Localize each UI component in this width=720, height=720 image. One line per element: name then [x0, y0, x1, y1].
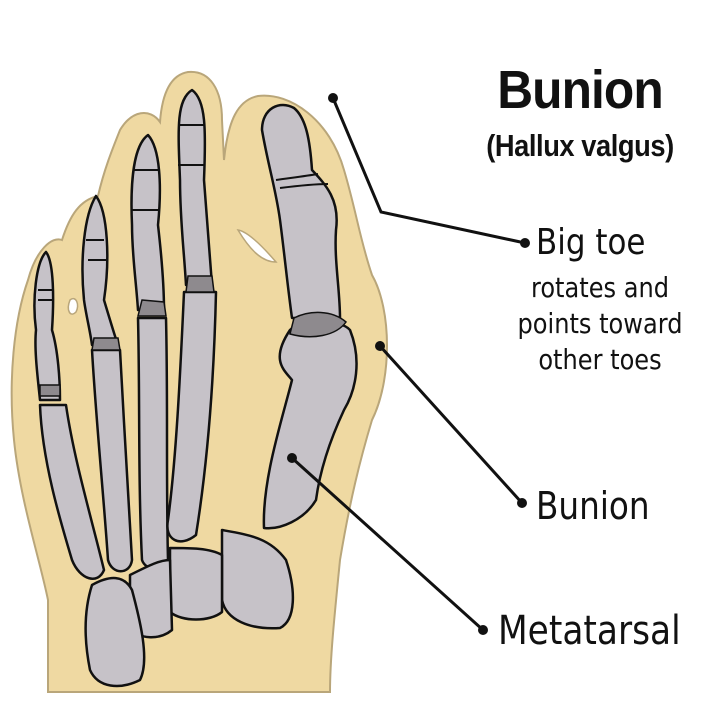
bunion-leader: [378, 344, 524, 505]
third-toe-phalanges: [130, 133, 166, 312]
big-toe-leader: [331, 97, 526, 245]
joint-lines: [38, 124, 329, 301]
toe-gaps: [67, 228, 278, 315]
third-metatarsal: [136, 316, 170, 571]
tarsal-cuboid: [84, 576, 146, 688]
big-toe-label: Big toe: [536, 222, 646, 263]
tarsal-cuneiform-1: [220, 528, 295, 630]
second-metatarsal: [166, 290, 218, 543]
fifth-metatarsal: [38, 403, 106, 580]
metatarsal-leader: [290, 456, 485, 632]
callout-dots: [287, 93, 530, 635]
metatarsal-label: Metatarsal: [498, 608, 681, 654]
joints: [39, 275, 348, 397]
second-toe-phalanges: [177, 88, 214, 287]
big-toe-description: rotates and points toward other toes: [517, 271, 683, 376]
diagram-title: Bunion: [497, 60, 663, 120]
callout-lines: [290, 97, 526, 632]
bones: [33, 88, 358, 688]
big-toe-phalanges: [260, 103, 342, 320]
fourth-toe-phalanges: [81, 194, 120, 347]
diagram-subtitle: (Hallux valgus): [486, 128, 674, 163]
bunion-label: Bunion: [536, 484, 650, 528]
tarsal-cuneiform-2: [168, 546, 224, 621]
first-metatarsal: [262, 320, 358, 530]
fourth-metatarsal: [90, 348, 134, 573]
